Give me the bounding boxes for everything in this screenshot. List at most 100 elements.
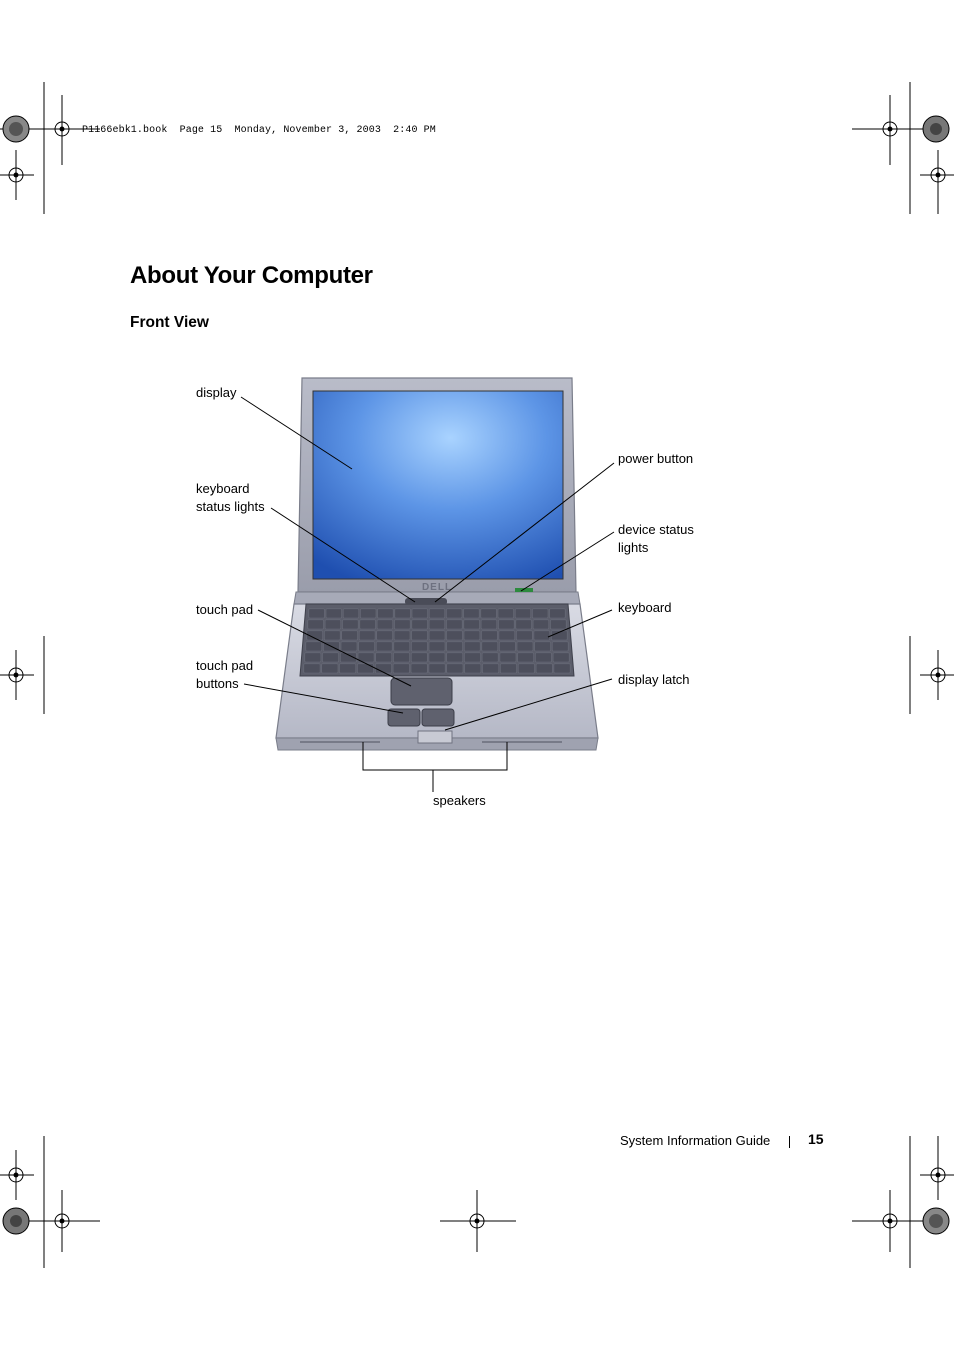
keyboard-key (447, 620, 463, 629)
keyboard-key (376, 642, 392, 651)
keyboard-key (429, 642, 445, 651)
keyboard-key (498, 609, 514, 618)
callout-speakers: speakers (433, 792, 486, 810)
keyboard-key (500, 653, 516, 662)
keyboard-key (464, 620, 480, 629)
callout-device-status-lights: device status lights (618, 521, 694, 556)
keyboard-key (516, 620, 532, 629)
keyboard-key (357, 664, 373, 673)
keyboard-key (500, 664, 516, 673)
page-number: 15 (808, 1131, 824, 1147)
keyboard-key (535, 642, 551, 651)
touch-pad (391, 678, 452, 705)
callout-display: display (196, 384, 236, 402)
keyboard-key (533, 620, 549, 629)
keyboard-key (447, 631, 463, 640)
keyboard-key (429, 620, 445, 629)
keyboard-key (517, 642, 533, 651)
keyboard-key (394, 653, 410, 662)
keyboard-key (516, 631, 532, 640)
keyboard-key (360, 620, 376, 629)
keyboard-key (464, 642, 480, 651)
keyboard-key (554, 664, 570, 673)
keyboard-key (375, 664, 391, 673)
keyboard-key (535, 653, 551, 662)
keyboard-key (394, 642, 410, 651)
keyboard-key (499, 631, 515, 640)
keyboard-key (308, 620, 324, 629)
keyboard-key (324, 631, 340, 640)
keyboard-key (429, 631, 445, 640)
keyboard-key (411, 642, 427, 651)
brand-logo: DELL (422, 582, 452, 593)
keyboard-key (429, 653, 445, 662)
keyboard-key (378, 609, 394, 618)
keyboard-key (304, 664, 320, 673)
keyboard-key (323, 653, 339, 662)
callout-touch-pad: touch pad (196, 601, 253, 619)
keyboard-key (360, 609, 376, 618)
keyboard-key (532, 609, 548, 618)
display-screen (313, 391, 563, 579)
keyboard-key (481, 620, 497, 629)
keyboard-key (551, 620, 567, 629)
keyboard-key (305, 653, 321, 662)
keyboard-key (464, 609, 480, 618)
keyboard-key (340, 664, 356, 673)
callout-power-button: power button (618, 450, 693, 468)
keyboard-key (377, 631, 393, 640)
keyboard-key (483, 664, 499, 673)
keyboard-key (447, 653, 463, 662)
keyboard-key (429, 664, 445, 673)
keyboard-key (464, 631, 480, 640)
keyboard-key (465, 664, 481, 673)
keyboard-key (429, 609, 445, 618)
keyboard-key (325, 620, 341, 629)
keyboard-key (343, 609, 359, 618)
keyboard-key (412, 609, 428, 618)
keyboard-key (376, 653, 392, 662)
keyboard-key (411, 664, 427, 673)
keyboard-key (553, 653, 569, 662)
keyboard-key (534, 631, 550, 640)
keyboard-key (343, 620, 359, 629)
callout-display-latch: display latch (618, 671, 690, 689)
keyboard-key (377, 620, 393, 629)
keyboard-key (515, 609, 531, 618)
display-latch (418, 731, 452, 743)
keyboard-key (411, 653, 427, 662)
keyboard-key (446, 609, 462, 618)
callout-touch-pad-buttons: touch pad buttons (196, 657, 253, 692)
touch-pad-button-right (422, 709, 454, 726)
keyboard-key (395, 620, 411, 629)
keyboard-key (499, 642, 515, 651)
keyboard-key (412, 620, 428, 629)
keyboard-key (342, 631, 358, 640)
keyboard-key (447, 664, 463, 673)
keyboard-key (395, 609, 411, 618)
keyboard-key (536, 664, 552, 673)
keyboard-key (518, 653, 534, 662)
keyboard-key (359, 631, 375, 640)
keyboard-key (482, 642, 498, 651)
keyboard-key (393, 664, 409, 673)
keyboard-key (481, 609, 497, 618)
keyboard-key (341, 642, 357, 651)
keyboard-key (447, 642, 463, 651)
footer-divider (789, 1136, 790, 1148)
keyboard-key (464, 653, 480, 662)
keyboard-key (499, 620, 515, 629)
keyboard-key (482, 653, 498, 662)
keyboard-key (412, 631, 428, 640)
keyboard-key (322, 664, 338, 673)
keyboard-key (309, 609, 325, 618)
keyboard-key (326, 609, 342, 618)
keyboard-key (482, 631, 498, 640)
footer-guide-name: System Information Guide (620, 1133, 770, 1148)
keyboard-key (359, 642, 375, 651)
keyboard-key (306, 642, 322, 651)
keyboard-key (394, 631, 410, 640)
keyboard-key (552, 642, 568, 651)
callout-keyboard: keyboard (618, 599, 671, 617)
